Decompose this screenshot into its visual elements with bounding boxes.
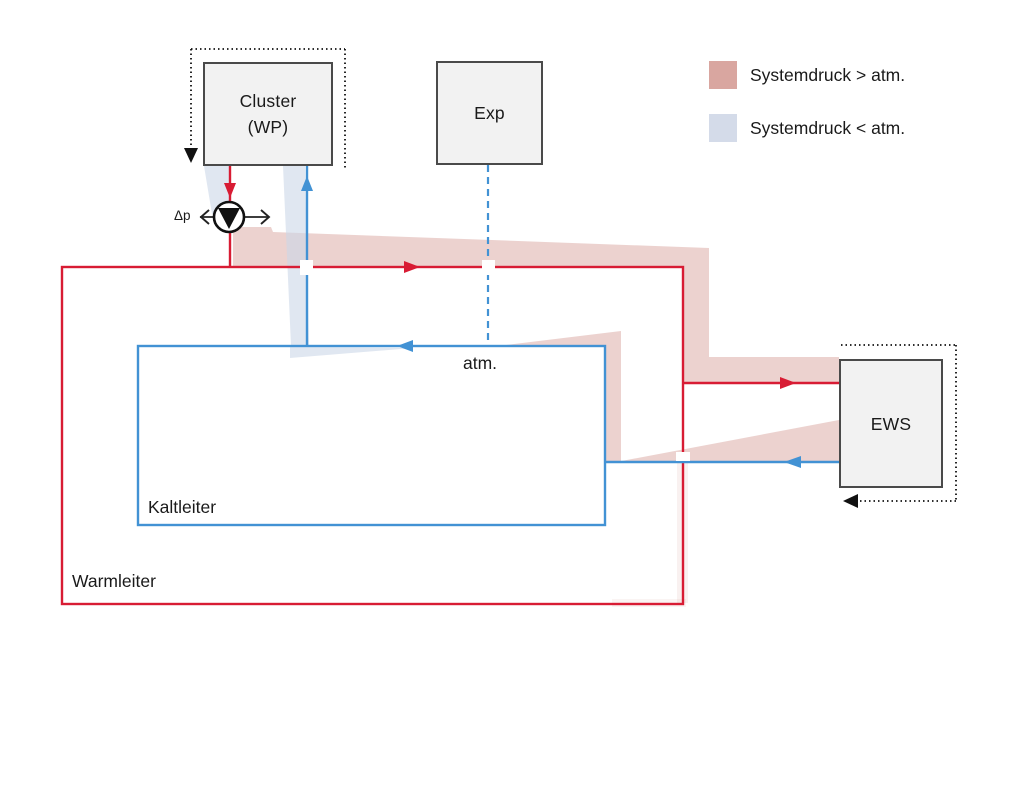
arrow-left-cold-return-icon (784, 456, 801, 468)
exp-box: Exp (436, 61, 543, 165)
crossing-break-riser (300, 260, 313, 275)
overpressure-band-cold-right-edge (490, 331, 621, 463)
arrow-up-cold-icon (301, 176, 313, 191)
arrow-left-cold-top-icon (397, 340, 413, 352)
cluster-bypass-arrowhead-icon (184, 148, 198, 163)
legend-item-underpressure: Systemdruck < atm. (709, 114, 905, 142)
ews-bypass-dotted (841, 344, 957, 502)
warm-circuit-lines (60, 166, 839, 606)
crossing-break-return (676, 452, 690, 461)
ews-label: EWS (870, 413, 912, 434)
underpressure-band-cold-riser (283, 166, 309, 346)
cluster-label-line1: Cluster (239, 91, 297, 111)
legend-item-overpressure: Systemdruck > atm. (709, 61, 905, 89)
overpressure-halo-warm-right (612, 463, 688, 607)
kaltleiter-label: Kaltleiter (148, 497, 217, 517)
underpressure-legend-label: Systemdruck < atm. (750, 117, 906, 138)
arrow-down-warm-icon (224, 183, 236, 198)
exp-label: Exp (474, 103, 505, 123)
delta-p-right-arrow-icon (260, 209, 271, 225)
legend: Systemdruck > atm. Systemdruck < atm. (709, 61, 905, 167)
crossing-break-exp (482, 260, 495, 275)
pump-triangle-icon (218, 208, 240, 229)
underpressure-swatch-icon (709, 114, 737, 142)
overpressure-legend-label: Systemdruck > atm. (750, 64, 906, 85)
delta-p-left-arrow-icon (199, 209, 210, 225)
arrow-right-warm-ews-icon (780, 377, 796, 389)
pump-assembly (199, 200, 271, 234)
cold-loop-rect (136, 344, 607, 527)
overpressure-band-supply (233, 227, 839, 384)
flow-arrows (224, 176, 801, 468)
arrow-right-warm-top-icon (404, 261, 420, 273)
underpressure-band-cold-top-wedge (290, 347, 413, 358)
delta-p-label: Δp (174, 208, 191, 223)
warm-loop-rect (60, 265, 685, 606)
ews-box: EWS (839, 359, 943, 488)
atm-label: atm. (463, 353, 498, 373)
warmleiter-label: Warmleiter (72, 571, 156, 591)
cluster-box: Cluster (WP) (203, 62, 333, 166)
cluster-label-line2: (WP) (247, 117, 289, 137)
overpressure-swatch-icon (709, 61, 737, 89)
ews-bypass-arrowhead-icon (843, 494, 858, 508)
cluster-bypass-dotted (190, 48, 346, 168)
pipe-crossing-breaks (300, 260, 690, 461)
overpressure-band-return-wedge (611, 420, 839, 463)
